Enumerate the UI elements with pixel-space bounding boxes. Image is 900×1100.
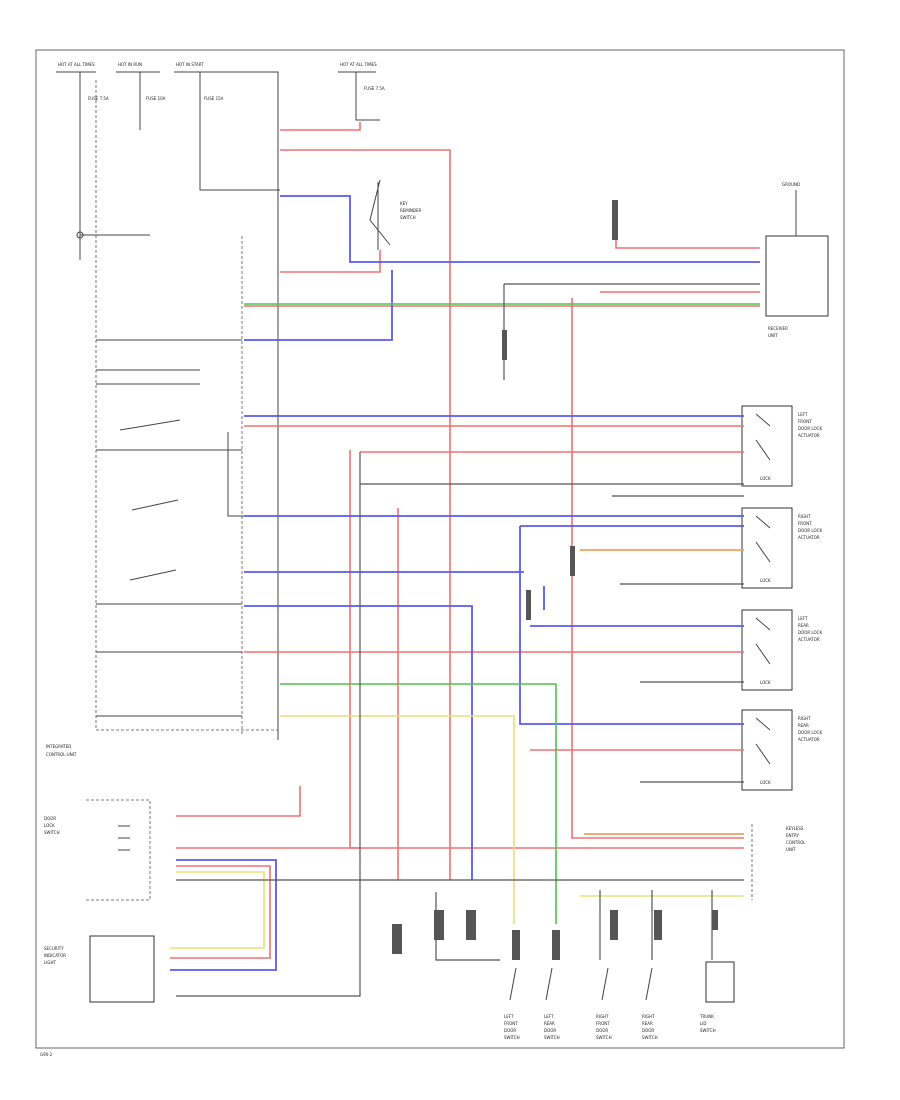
diagram-footer: G90-2 [40, 1052, 53, 1057]
svg-text:DOOR LOCK: DOOR LOCK [798, 730, 822, 735]
svg-text:SWITCH: SWITCH [544, 1035, 560, 1040]
wires [170, 122, 760, 997]
svg-text:LOCK: LOCK [760, 476, 771, 481]
svg-text:LOCK: LOCK [760, 780, 771, 785]
svg-text:REAR: REAR [798, 623, 809, 628]
keyless-entry-control-unit: KEYLESS ENTRY CONTROL UNIT [751, 824, 806, 900]
svg-text:TRUNK: TRUNK [699, 1014, 714, 1019]
door-switches: LEFT FRONT DOOR SWITCH LEFT REAR DOOR SW… [504, 961, 735, 1040]
svg-text:SWITCH: SWITCH [642, 1035, 658, 1040]
fuse-label-4: HOT AT ALL TIMES [340, 62, 377, 67]
svg-text:CONTROL: CONTROL [786, 840, 806, 845]
svg-text:SWITCH: SWITCH [400, 215, 416, 220]
svg-text:REMINDER: REMINDER [400, 208, 422, 213]
svg-text:DOOR: DOOR [642, 1028, 654, 1033]
svg-text:REAR: REAR [544, 1021, 555, 1026]
svg-text:CONTROL UNIT: CONTROL UNIT [46, 752, 77, 757]
svg-text:RECEIVER: RECEIVER [768, 326, 788, 331]
door-lock-actuators: LOCK LOCK LOCK LOCK LEFT FRONT DOOR LOCK… [741, 405, 822, 791]
svg-text:SWITCH: SWITCH [700, 1028, 716, 1033]
key-reminder-switch: KEY REMINDER SWITCH [369, 179, 422, 250]
svg-text:DOOR LOCK: DOOR LOCK [798, 528, 822, 533]
fuse-value-3: FUSE 15A [204, 96, 224, 101]
svg-text:SWITCH: SWITCH [596, 1035, 612, 1040]
svg-text:RIGHT: RIGHT [798, 514, 811, 519]
svg-text:LEFT: LEFT [798, 412, 808, 417]
svg-text:ENTRY: ENTRY [786, 833, 799, 838]
svg-text:LEFT: LEFT [504, 1014, 514, 1019]
svg-text:REAR: REAR [642, 1021, 653, 1026]
svg-text:DOOR LOCK: DOOR LOCK [798, 426, 822, 431]
svg-text:DOOR LOCK: DOOR LOCK [798, 630, 822, 635]
svg-text:KEY: KEY [400, 201, 408, 206]
fuse-label-3: HOT IN START [176, 62, 204, 67]
svg-text:UNIT: UNIT [786, 847, 796, 852]
svg-text:LID: LID [700, 1021, 707, 1026]
fuse-label-1: HOT AT ALL TIMES [58, 62, 95, 67]
svg-text:SWITCH: SWITCH [44, 830, 60, 835]
svg-text:INTEGRATED: INTEGRATED [46, 744, 71, 749]
svg-text:DOOR: DOOR [44, 816, 56, 821]
svg-text:ACTUATOR: ACTUATOR [798, 535, 820, 540]
fuse-label-2: HOT IN RUN [118, 62, 142, 67]
svg-text:RIGHT: RIGHT [642, 1014, 655, 1019]
svg-text:UNIT: UNIT [768, 333, 778, 338]
svg-text:DOOR: DOOR [596, 1028, 608, 1033]
svg-text:LOCK: LOCK [44, 823, 55, 828]
svg-text:DOOR: DOOR [544, 1028, 556, 1033]
fuse-value-1: FUSE 7.5A [88, 96, 109, 101]
svg-text:DOOR: DOOR [504, 1028, 516, 1033]
svg-text:REAR: REAR [798, 723, 809, 728]
svg-text:GROUND: GROUND [782, 182, 800, 187]
svg-text:KEYLESS: KEYLESS [786, 826, 804, 831]
svg-text:FRONT: FRONT [596, 1021, 610, 1026]
svg-text:FRONT: FRONT [798, 419, 812, 424]
svg-text:ACTUATOR: ACTUATOR [798, 737, 820, 742]
svg-text:RIGHT: RIGHT [798, 716, 811, 721]
svg-text:ACTUATOR: ACTUATOR [798, 433, 820, 438]
svg-text:LOCK: LOCK [760, 578, 771, 583]
svg-text:LEFT: LEFT [544, 1014, 554, 1019]
svg-text:SECURITY: SECURITY [44, 946, 64, 951]
svg-text:SWITCH: SWITCH [504, 1035, 520, 1040]
fuse-value-2: FUSE 10A [146, 96, 166, 101]
left-modules: DOOR LOCK SWITCH SECURITY INDICATOR LIGH… [44, 799, 155, 1003]
svg-text:ACTUATOR: ACTUATOR [798, 637, 820, 642]
svg-text:LEFT: LEFT [798, 616, 808, 621]
svg-text:FRONT: FRONT [798, 521, 812, 526]
diagram-frame [35, 49, 845, 1049]
fuse-group: HOT AT ALL TIMES HOT IN RUN HOT IN START… [56, 62, 385, 740]
svg-text:INDICATOR: INDICATOR [44, 953, 66, 958]
fuse-value-4: FUSE 7.5A [364, 86, 385, 91]
integrated-control-unit: INTEGRATED CONTROL UNIT [46, 80, 278, 757]
svg-text:FRONT: FRONT [504, 1021, 518, 1026]
svg-text:RIGHT: RIGHT [596, 1014, 609, 1019]
connectors [392, 200, 718, 960]
svg-text:LOCK: LOCK [760, 680, 771, 685]
receiver-unit: GROUND RECEIVER UNIT [765, 182, 829, 338]
svg-text:LIGHT: LIGHT [44, 960, 57, 965]
